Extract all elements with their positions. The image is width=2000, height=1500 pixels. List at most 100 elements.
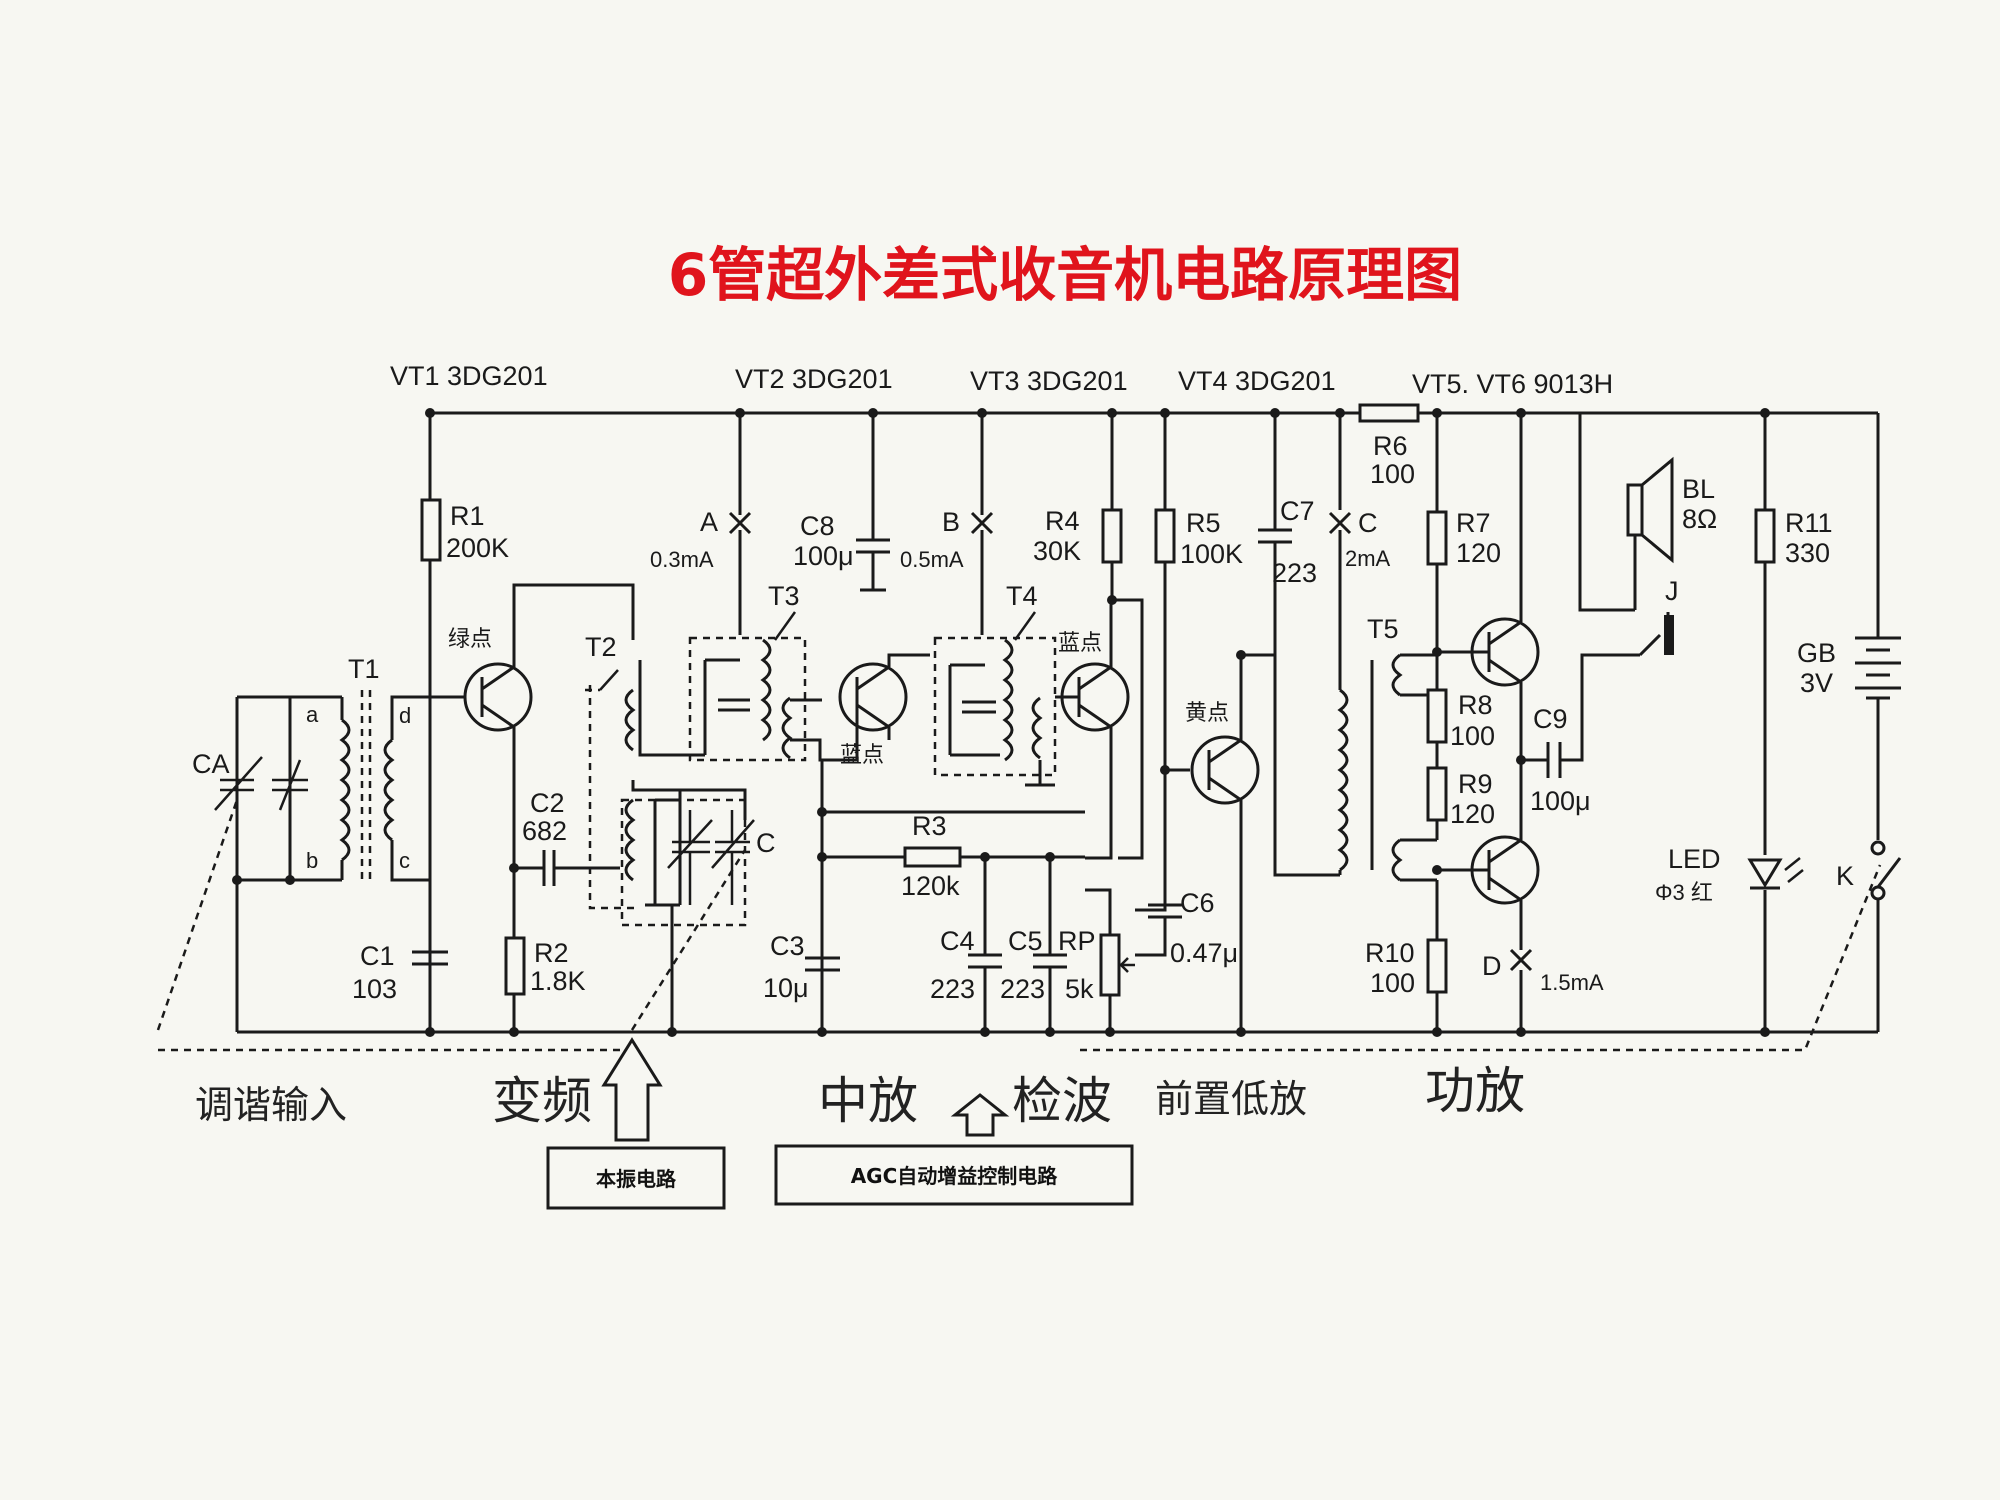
c1-value: 103 [352, 974, 397, 1004]
vt3-leads [1055, 598, 1144, 860]
t5-secondary [1391, 653, 1437, 882]
vt1-label: VT1 3DG201 [390, 361, 548, 391]
r7-resistor [1426, 510, 1448, 566]
vt4-leads [1207, 653, 1275, 1032]
r5-resistor [1154, 508, 1176, 564]
c-osc-label: C [756, 828, 776, 858]
t1-primary-coil [339, 718, 351, 862]
vt5-leads [1437, 413, 1523, 760]
c3-label: C3 [770, 931, 805, 961]
c3-value: 10μ [763, 973, 809, 1003]
r3-label: R3 [912, 811, 947, 841]
r11-resistor [1754, 508, 1776, 564]
c6-value: 0.47μ [1170, 938, 1238, 968]
led-diode [1747, 858, 1783, 890]
r8-value: 100 [1450, 721, 1495, 751]
local-osc-arrow [601, 1037, 663, 1142]
vt2-mark: 蓝点 [840, 742, 884, 767]
r10-label: R10 [1365, 938, 1415, 968]
r1-value: 200K [446, 533, 509, 563]
t4-slug [1013, 611, 1037, 641]
r3-value: 120k [901, 871, 960, 901]
agc-arrow [950, 1093, 1010, 1137]
r1-label: R1 [450, 501, 485, 531]
stage-detector: 检波 [1012, 1072, 1112, 1130]
gang-link-right [1080, 864, 1882, 1052]
vt6-leads [1437, 760, 1523, 1032]
vt2-label: VT2 3DG201 [735, 364, 893, 394]
r7-label: R7 [1456, 508, 1491, 538]
bl-label: BL [1682, 474, 1715, 504]
c2-capacitor [514, 850, 620, 886]
r4-resistor [1101, 508, 1123, 564]
rp-label: RP [1058, 926, 1096, 956]
c9-value: 100μ [1530, 786, 1591, 816]
gang-link-left [156, 799, 632, 1052]
r9-value: 120 [1450, 799, 1495, 829]
stage-pre-amp: 前置低放 [1155, 1077, 1307, 1121]
stage-if-amp: 中放 [818, 1072, 918, 1130]
vt4-label: VT4 3DG201 [1178, 366, 1336, 396]
c5-capacitor [1033, 857, 1067, 1032]
c9-capacitor [1521, 653, 1640, 778]
tp-d-label: D [1482, 951, 1502, 981]
bl-speaker-coil [1626, 483, 1644, 537]
gb-value: 3V [1800, 668, 1833, 698]
tp-c-value: 2mA [1345, 546, 1391, 571]
t1-core [360, 690, 372, 885]
r4-label: R4 [1045, 506, 1080, 536]
t1-secondary-coil [383, 738, 395, 842]
agc-box [774, 1144, 1134, 1206]
schematic-title: 6管超外差式收音机电路原理图 [668, 241, 1462, 309]
c5-label: C5 [1008, 926, 1043, 956]
osc-gang-box [620, 798, 747, 927]
k-label: K [1836, 861, 1854, 891]
c8-capacitor [856, 413, 890, 592]
c7-capacitor [1258, 413, 1340, 877]
vt2-leads [790, 653, 930, 762]
vt4-mark: 黄点 [1185, 700, 1229, 725]
ca-label: CA [192, 749, 230, 779]
trimmer-capacitor [272, 697, 308, 880]
c4-capacitor [968, 857, 1002, 1032]
t2-label: T2 [585, 632, 617, 662]
gb-label: GB [1797, 638, 1836, 668]
r11-label: R11 [1785, 508, 1833, 538]
ca-capacitor [214, 697, 263, 880]
c3-branch [820, 760, 1085, 1032]
c7-label: C7 [1280, 496, 1315, 526]
r1-resistor [420, 498, 442, 562]
t1-secondary-wires [390, 695, 430, 882]
bl-speaker-cone [1641, 456, 1674, 564]
k-switch-top [1870, 840, 1886, 856]
c2-value: 682 [522, 816, 567, 846]
vt2-transistor [838, 662, 908, 732]
stage-tuning: 调谐输入 [195, 1083, 347, 1127]
tp-b-mark [970, 511, 994, 535]
t5-primary [1337, 688, 1349, 875]
rp-leads [1085, 888, 1112, 1032]
rp-wiper [1117, 957, 1135, 973]
rp-value: 5k [1065, 974, 1094, 1004]
c1-label: C1 [360, 941, 395, 971]
tp-a-value: 0.3mA [650, 547, 714, 572]
r3-resistor [903, 846, 962, 868]
tp-a-label: A [700, 507, 718, 537]
c7-value: 223 [1272, 558, 1317, 588]
tp-a-mark [728, 511, 752, 535]
stage-mixer: 变频 [492, 1072, 592, 1130]
r11-value: 330 [1785, 538, 1830, 568]
r7-value: 120 [1456, 538, 1501, 568]
c6-label: C6 [1180, 888, 1215, 918]
r6-value: 100 [1370, 459, 1415, 489]
agc-text: AGC自动增益控制电路 [851, 1164, 1059, 1188]
j-jack-plug [1664, 615, 1674, 655]
r2-resistor [504, 936, 526, 996]
r5-label: R5 [1186, 508, 1221, 538]
vt3-mark: 蓝点 [1058, 630, 1102, 655]
tp-b-value: 0.5mA [900, 547, 964, 572]
t4-secondary [1025, 696, 1055, 787]
led-label: LED [1668, 844, 1721, 874]
t5-label: T5 [1367, 614, 1399, 644]
